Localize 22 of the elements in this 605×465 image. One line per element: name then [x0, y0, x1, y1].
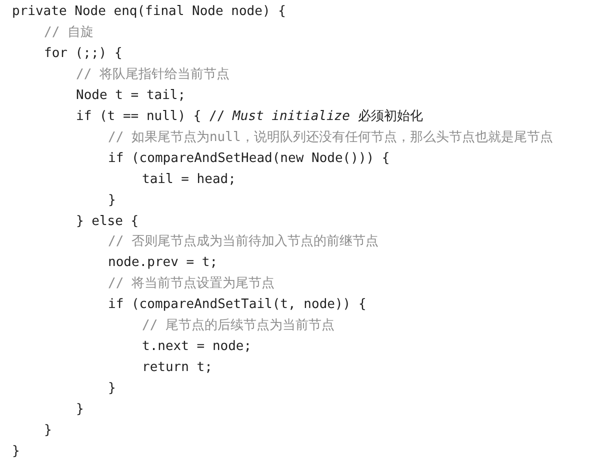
code-line: } else {	[76, 214, 139, 230]
code-line: }	[12, 444, 20, 460]
code-line: tail = head;	[142, 172, 236, 188]
code-line: t.next = node;	[142, 339, 252, 356]
code-line: if (t == null) { // Must initialize 必须初始化	[76, 108, 423, 125]
code-line: if (compareAndSetTail(t, node)) {	[108, 297, 366, 314]
code-comment: // 将队尾指针给当前节点	[76, 66, 230, 83]
code-line: }	[76, 402, 84, 418]
code-comment: // 将当前节点设置为尾节点	[108, 276, 274, 292]
code-line: if (compareAndSetHead(new Node())) {	[108, 150, 390, 167]
code-comment: // 如果尾节点为null，说明队列还没有任何节点，那么头节点也就是尾节点	[108, 130, 553, 146]
code-line: node.prev = t;	[108, 255, 218, 272]
code-line: }	[108, 192, 116, 209]
code-line: }	[44, 423, 52, 439]
code-line: for (;;) {	[44, 46, 122, 62]
code-line: }	[108, 381, 116, 398]
code-comment: // 自旋	[44, 24, 94, 41]
code-comment: // 尾节点的后续节点为当前节点	[142, 318, 334, 334]
code-line: private Node enq(final Node node) {	[12, 4, 286, 20]
code-line: Node t = tail;	[76, 88, 186, 104]
code-line: return t;	[142, 360, 212, 376]
code-comment: // 否则尾节点成为当前待加入节点的前继节点	[108, 234, 378, 250]
